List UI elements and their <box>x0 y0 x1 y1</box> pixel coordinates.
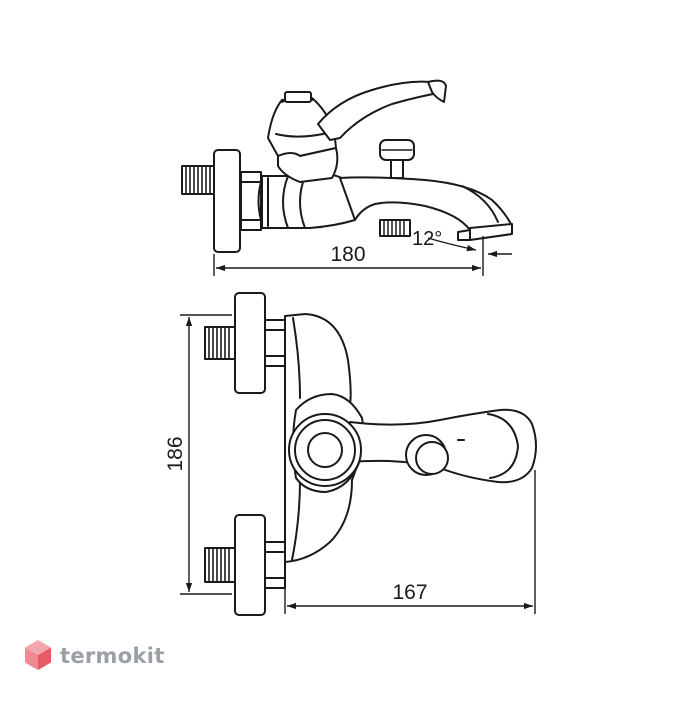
watermark: termokit <box>25 640 165 670</box>
side-diverter-knob <box>379 139 415 179</box>
dimension-height <box>180 314 232 595</box>
side-wall-flange <box>213 149 241 253</box>
side-inlet-thread <box>181 165 215 195</box>
dimension-depth-label: 167 <box>392 581 427 604</box>
side-hex-nut <box>240 171 262 231</box>
side-aerator-thread <box>379 219 411 237</box>
top-upper-flange <box>234 292 266 394</box>
top-lower-inlet <box>204 514 286 616</box>
side-view <box>181 79 513 253</box>
side-lower-housing <box>277 147 339 183</box>
dimension-width <box>213 236 484 276</box>
top-lever-handle <box>349 408 537 484</box>
side-spout <box>339 176 513 241</box>
top-view <box>204 292 537 616</box>
top-upper-inlet <box>204 292 286 394</box>
watermark-brand-text: termokit <box>60 644 165 668</box>
top-lower-flange <box>234 514 266 616</box>
spout-angle-annotation <box>427 237 512 258</box>
cube-logo-icon <box>25 640 51 670</box>
dimension-height-label: 186 <box>164 436 187 471</box>
spout-angle-label: 12° <box>412 228 442 250</box>
side-cartridge <box>267 91 337 157</box>
top-cartridge-knob <box>288 413 362 487</box>
top-lower-nut <box>264 541 286 589</box>
dimension-depth <box>284 470 536 614</box>
side-lever-handle <box>317 79 447 141</box>
dimension-width-label: 180 <box>330 243 365 266</box>
top-upper-nut <box>264 319 286 367</box>
